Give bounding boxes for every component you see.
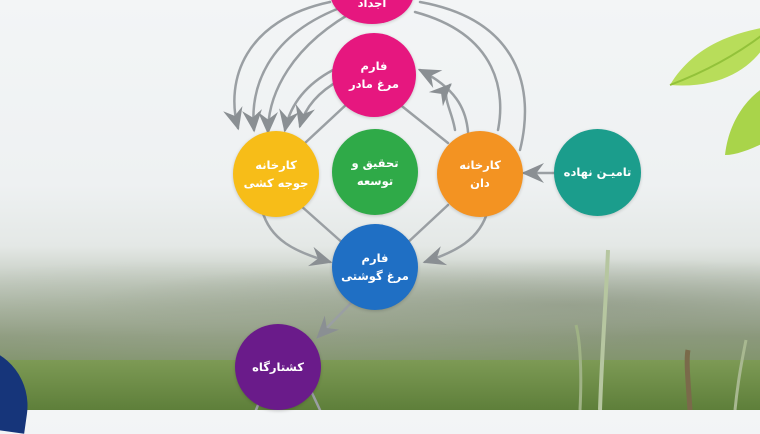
arc-right-inner (413, 10, 502, 132)
slaughterhouse-node: کشتارگاه (235, 324, 321, 410)
line-parent-hatchery (303, 101, 350, 145)
line-slaughter-down-right (310, 391, 322, 410)
feed-mill-label: کارخانه دان (459, 157, 501, 190)
arc-grandparent-hatchery-1 (223, 0, 332, 131)
arrow-feed-broiler (422, 208, 490, 266)
arrow-feed-parent-a (417, 68, 470, 134)
line-feed-broiler (403, 203, 450, 247)
arrow-parent-hatchery-a (279, 68, 335, 133)
grass-blades (574, 249, 748, 410)
arc-grandparent-hatchery-3 (258, 6, 362, 135)
line-hatchery-broiler (298, 203, 347, 247)
arc-right-outer (418, 0, 527, 152)
arrow-feed-parent-b (428, 83, 457, 132)
inputs-node: تامیـن نهاده (554, 129, 641, 216)
parent-farm-node: فارم مرغ مادر (332, 33, 416, 117)
inputs-label: تامیـن نهاده (563, 165, 632, 180)
broiler-farm-label: فارم مرغ گوشتی (341, 250, 409, 283)
arrow-broiler-slaughter (316, 300, 354, 339)
hatchery-node: کارخانه جوجه کشی (233, 131, 319, 217)
hatchery-label: کارخانه جوجه کشی (243, 157, 309, 190)
arrow-hatchery-broiler (260, 208, 333, 267)
grandparent-label: اجداد (357, 0, 387, 10)
parent-farm-label: فارم مرغ مادر (348, 58, 400, 91)
background-field (0, 360, 760, 410)
leaf-icon (669, 28, 760, 155)
research-label: تحقیق و توسعه (351, 155, 399, 188)
arc-grandparent-hatchery-2 (242, 4, 347, 133)
research-node: تحقیق و توسعه (332, 129, 418, 215)
slaughterhouse-label: کشتارگاه (252, 359, 304, 374)
feed-mill-node: کارخانه دان (437, 131, 523, 217)
flow-connectors (223, 0, 557, 410)
broiler-farm-node: فارم مرغ گوشتی (332, 224, 418, 310)
line-parent-feed (396, 101, 450, 145)
